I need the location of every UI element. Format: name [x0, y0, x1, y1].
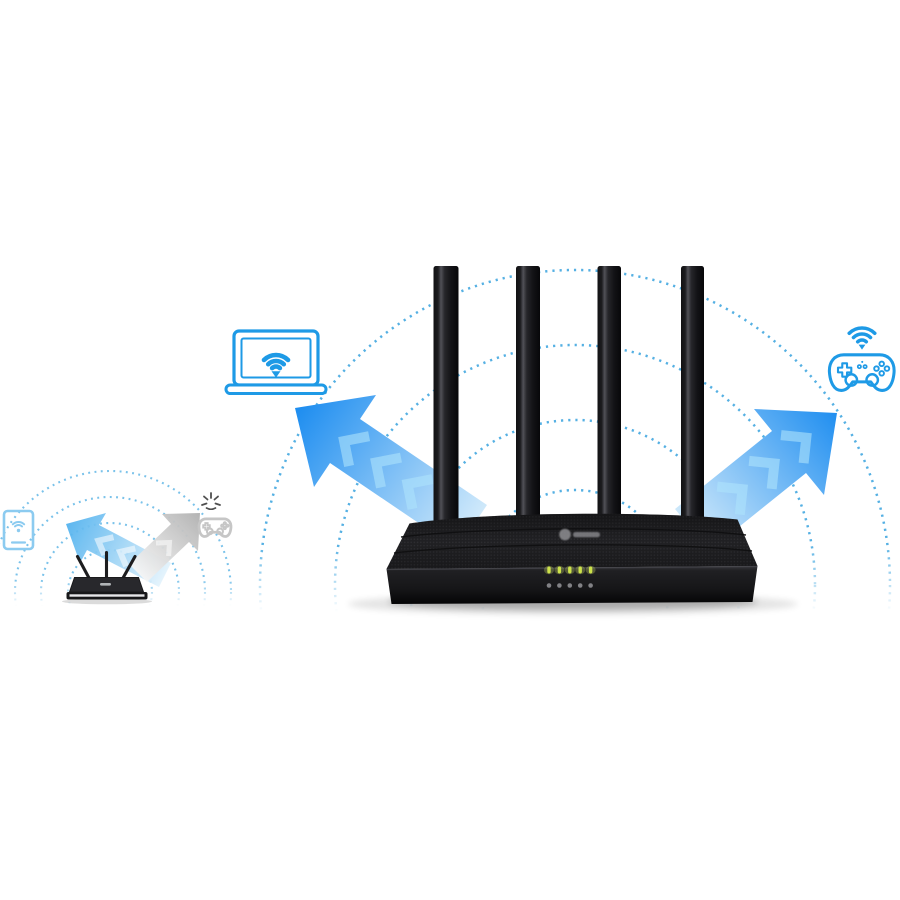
old-router-icon [62, 550, 152, 605]
arrow-chevron [401, 474, 434, 510]
controller-button [222, 525, 227, 531]
arrow-chevron [338, 431, 371, 467]
front-panel-icon [588, 583, 593, 588]
mini-signal-arcs [0, 469, 233, 715]
game-controller-icon [197, 517, 233, 538]
router-antenna [433, 266, 459, 528]
lag-spark-icon [201, 492, 221, 511]
router-antenna [681, 266, 704, 528]
arrow-chevron [780, 430, 812, 464]
signal-arc [258, 268, 892, 900]
signal-arc [0, 469, 233, 715]
router-shadow [62, 598, 152, 605]
router-antenna [597, 266, 621, 528]
router-antenna [516, 266, 540, 528]
select-button [856, 364, 862, 370]
led-indicator [578, 566, 582, 574]
led-indicator [547, 566, 551, 574]
controller-button [883, 365, 891, 372]
arrow-chevron [370, 452, 402, 489]
thumbstick [216, 527, 224, 536]
signal-arc [13, 495, 207, 689]
game-controller-wifi-icon [827, 326, 896, 392]
controller-button [873, 365, 880, 372]
arrow-chevron [155, 539, 173, 557]
controller-button [878, 360, 885, 368]
arrow-chevron [748, 455, 780, 490]
mini-gray-arrow [129, 513, 200, 582]
panel-seam [393, 544, 753, 554]
laptop-base [224, 383, 328, 395]
panel-seam [400, 528, 747, 538]
front-rim-highlight [386, 565, 758, 571]
tp-link-logo [559, 528, 600, 541]
router-antenna [121, 554, 137, 580]
router-top-surface [386, 513, 758, 569]
front-panel-icon [567, 583, 573, 588]
arrow-chevron [115, 545, 136, 568]
controller-button [878, 370, 885, 377]
front-panel-icons [546, 583, 593, 588]
arrow-chevron [716, 481, 749, 516]
main-router [348, 266, 798, 615]
old-router-scene [0, 469, 233, 715]
thumbstick [844, 373, 859, 387]
led-indicator [588, 566, 593, 574]
signal-arc [66, 548, 154, 636]
led-indicator [557, 566, 562, 574]
start-button [862, 364, 868, 370]
laptop-wifi-icon [224, 329, 328, 395]
controller-button [220, 523, 225, 528]
center-dot [861, 360, 864, 363]
controller-button [225, 523, 230, 528]
controller-button [222, 521, 227, 526]
right-signal-arrow [675, 409, 837, 551]
wifi-icon [11, 521, 26, 533]
front-panel-icon [557, 583, 562, 588]
front-panel-icon [577, 583, 583, 588]
router-base-stripe [69, 594, 145, 597]
router-antenna [75, 554, 91, 580]
wifi-icon [847, 326, 877, 350]
wifi-icon [261, 352, 291, 378]
smartphone-wifi-icon [2, 509, 35, 551]
front-panel-icon [546, 583, 552, 588]
signal-arc [333, 343, 817, 827]
led-indicator [568, 566, 572, 574]
led-indicators [544, 565, 596, 575]
thumbstick [865, 373, 880, 387]
router-label [100, 583, 111, 586]
arrow-chevron [94, 534, 115, 557]
signal-arc [39, 521, 181, 663]
thumbstick [205, 527, 214, 536]
